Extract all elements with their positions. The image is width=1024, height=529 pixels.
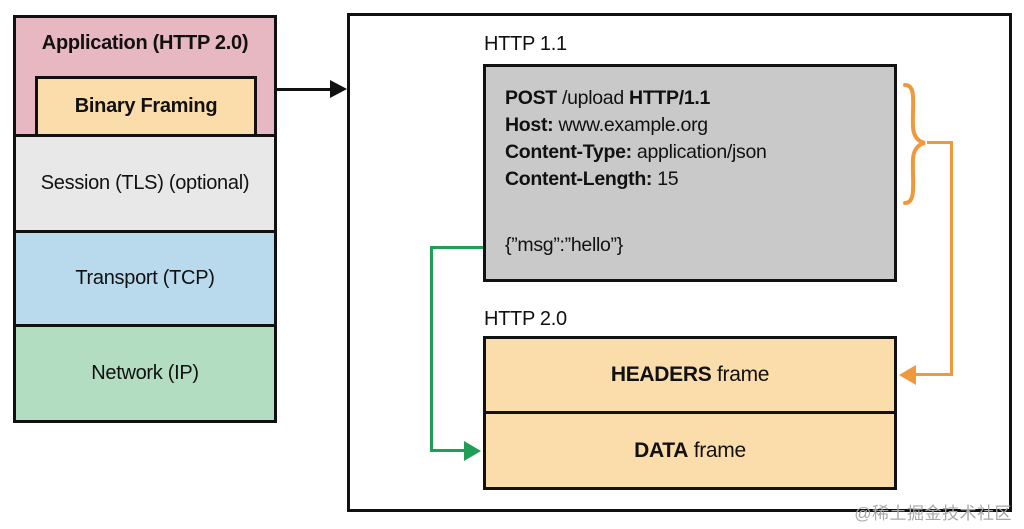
session-layer-label: Session (TLS) (optional) [40,172,250,194]
green-arrowhead-icon [464,441,481,461]
application-layer-label: Application (HTTP 2.0) [41,32,249,54]
header-content-type-key: Content-Type: [505,141,632,163]
headers-frame-suffix: frame [711,363,770,386]
data-frame-name: DATA [634,438,689,462]
data-frame-suffix: frame [688,438,746,462]
http11-request-box: POST /upload HTTP/1.1 Host: www.example.… [483,64,897,282]
stack-layer-transport: Transport (TCP) [13,230,277,327]
http20-label: HTTP 2.0 [484,308,567,330]
network-layer-label: Network (IP) [91,362,199,384]
orange-arrowhead-icon [899,365,916,385]
headers-frame-box: HEADERS frame [483,336,897,414]
request-line-content-type: Content-Type: application/json [505,139,882,166]
transport-layer-label: Transport (TCP) [75,267,215,289]
framing-arrowhead-icon [330,80,347,98]
header-host-value: www.example.org [553,114,708,136]
request-line-start: POST /upload HTTP/1.1 [505,85,882,112]
header-content-length-value: 15 [652,168,679,190]
header-content-length-key: Content-Length: [505,168,653,190]
orange-connector-top [927,141,953,144]
framing-arrow-line [277,88,333,91]
request-path: /upload [556,87,630,109]
request-body: {”msg”:”hello”} [505,234,623,256]
header-host-key: Host: [505,114,554,136]
headers-frame-name: HEADERS [610,363,712,386]
headers-group-brace-icon [903,83,926,205]
data-frame-box: DATA frame [483,411,897,490]
stack-layer-network: Network (IP) [13,324,277,423]
orange-connector-bottom [914,373,953,376]
request-method: POST [505,87,557,109]
request-version: HTTP/1.1 [629,87,711,109]
green-connector-bottom [430,449,466,452]
stack-layer-binary-framing: Binary Framing [35,76,257,137]
header-content-type-value: application/json [631,141,767,163]
request-line-content-length: Content-Length: 15 [505,166,882,193]
stack-layer-session: Session (TLS) (optional) [13,134,277,233]
orange-connector-vertical [950,141,953,376]
watermark: @稀土掘金技术社区 [854,504,1012,523]
binary-framing-label: Binary Framing [74,95,218,117]
request-line-host: Host: www.example.org [505,112,882,139]
http11-label: HTTP 1.1 [484,33,567,55]
green-connector-vertical [430,246,433,452]
green-connector-top [430,246,483,249]
